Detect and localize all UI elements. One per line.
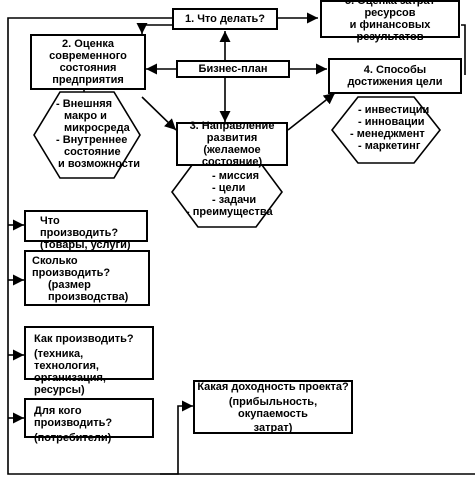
box-cost-assessment: 5. Оценка затрат ресурсов и финансовых р… <box>320 0 460 43</box>
assessment-line-2: современного <box>49 50 127 62</box>
goal-item: - миссия <box>212 170 260 182</box>
env-item: и возможности <box>58 158 141 170</box>
how-much-line-3: производства) <box>48 291 129 303</box>
env-item: - Внутреннее <box>56 134 128 146</box>
hexagon-environment-text: - Внешняя макро и микросреда - Внутренне… <box>56 98 140 170</box>
goal-item: - цели <box>212 182 246 194</box>
arrow-assessment-to-direction <box>141 96 177 131</box>
profitability-line-2: (прибыльность, окупаемость <box>228 395 318 420</box>
env-item: микросреда <box>64 122 130 134</box>
cost-line-1: 5. Оценка затрат ресурсов <box>344 0 436 19</box>
arrow-methods-to-costs <box>461 24 466 75</box>
hexagon-environment <box>33 91 141 179</box>
box-what-to-do-text: 1. Что делать? <box>184 13 266 25</box>
assessment-line-4: предприятия <box>52 74 124 86</box>
box-how-produce: Как производить? (техника, технология, о… <box>24 326 154 396</box>
box-methods: 4. Способы достижения цели <box>328 58 462 94</box>
how-much-line-2: (размер <box>48 279 91 291</box>
box-what-to-do: 1. Что делать? <box>172 8 278 30</box>
arrow-direction-to-methods <box>287 92 336 131</box>
means-item: - инновации <box>358 116 425 128</box>
methods-line-1: 4. Способы <box>363 64 427 76</box>
means-item: - менеджмент <box>350 128 425 140</box>
hexagon-means-text: - инвестиции - инновации - менеджмент - … <box>350 104 429 152</box>
direction-line-3: состояние) <box>201 156 263 168</box>
assessment-line-3: состояния <box>59 62 117 74</box>
profitability-line-3: затрат) <box>253 421 293 434</box>
assessment-line-1: 2. Оценка <box>62 38 114 50</box>
box-direction: 3. Направление развития (желаемое состоя… <box>176 120 288 168</box>
hexagon-means <box>330 96 442 164</box>
hexagon-goals-text: - миссия - цели - задачи - преимущества <box>186 170 273 218</box>
goal-item: - преимущества <box>186 206 273 218</box>
what-produce-line-2: (товары, услуги) <box>40 239 131 251</box>
box-profitability: Какая доходность проекта? (прибыльность,… <box>193 380 353 434</box>
for-whom-line-2: (потребители) <box>34 432 112 444</box>
env-item: - Внешняя <box>56 98 113 110</box>
how-produce-line-3: организация, ресурсы) <box>34 372 106 396</box>
means-item: - инвестиции <box>358 104 430 116</box>
env-item: макро и <box>64 110 107 122</box>
env-item: состояние <box>64 146 121 158</box>
for-whom-line-1: Для кого производить? <box>34 405 113 429</box>
box-for-whom: Для кого производить? (потребители) <box>24 398 154 444</box>
box-business-plan: Бизнес-план <box>176 60 290 78</box>
what-produce-line-1: Что производить? <box>40 215 119 239</box>
box-what-produce: Что производить? (товары, услуги) <box>24 210 148 251</box>
methods-line-2: достижения цели <box>347 76 443 88</box>
direction-line-1: 3. Направление <box>189 120 275 132</box>
goal-item: - задачи <box>212 194 257 206</box>
cost-line-2: и финансовых результатов <box>349 19 431 43</box>
how-much-line-1: Сколько производить? <box>32 255 111 279</box>
arrow-what-to-assessment <box>136 22 172 34</box>
business-plan-text: Бизнес-план <box>198 63 268 75</box>
how-produce-line-1: Как производить? <box>34 333 134 345</box>
profitability-line-1: Какая доходность проекта? <box>197 380 349 393</box>
how-produce-line-2: (техника, технология, <box>34 348 99 372</box>
direction-line-2: развития (желаемое <box>203 132 261 156</box>
arrow-rail-profitability <box>160 400 193 475</box>
box-how-much: Сколько производить? (размер производств… <box>24 250 150 306</box>
left-rail <box>7 17 475 475</box>
means-item: - маркетинг <box>358 140 421 152</box>
box-assessment: 2. Оценка современного состояния предпри… <box>30 34 146 90</box>
